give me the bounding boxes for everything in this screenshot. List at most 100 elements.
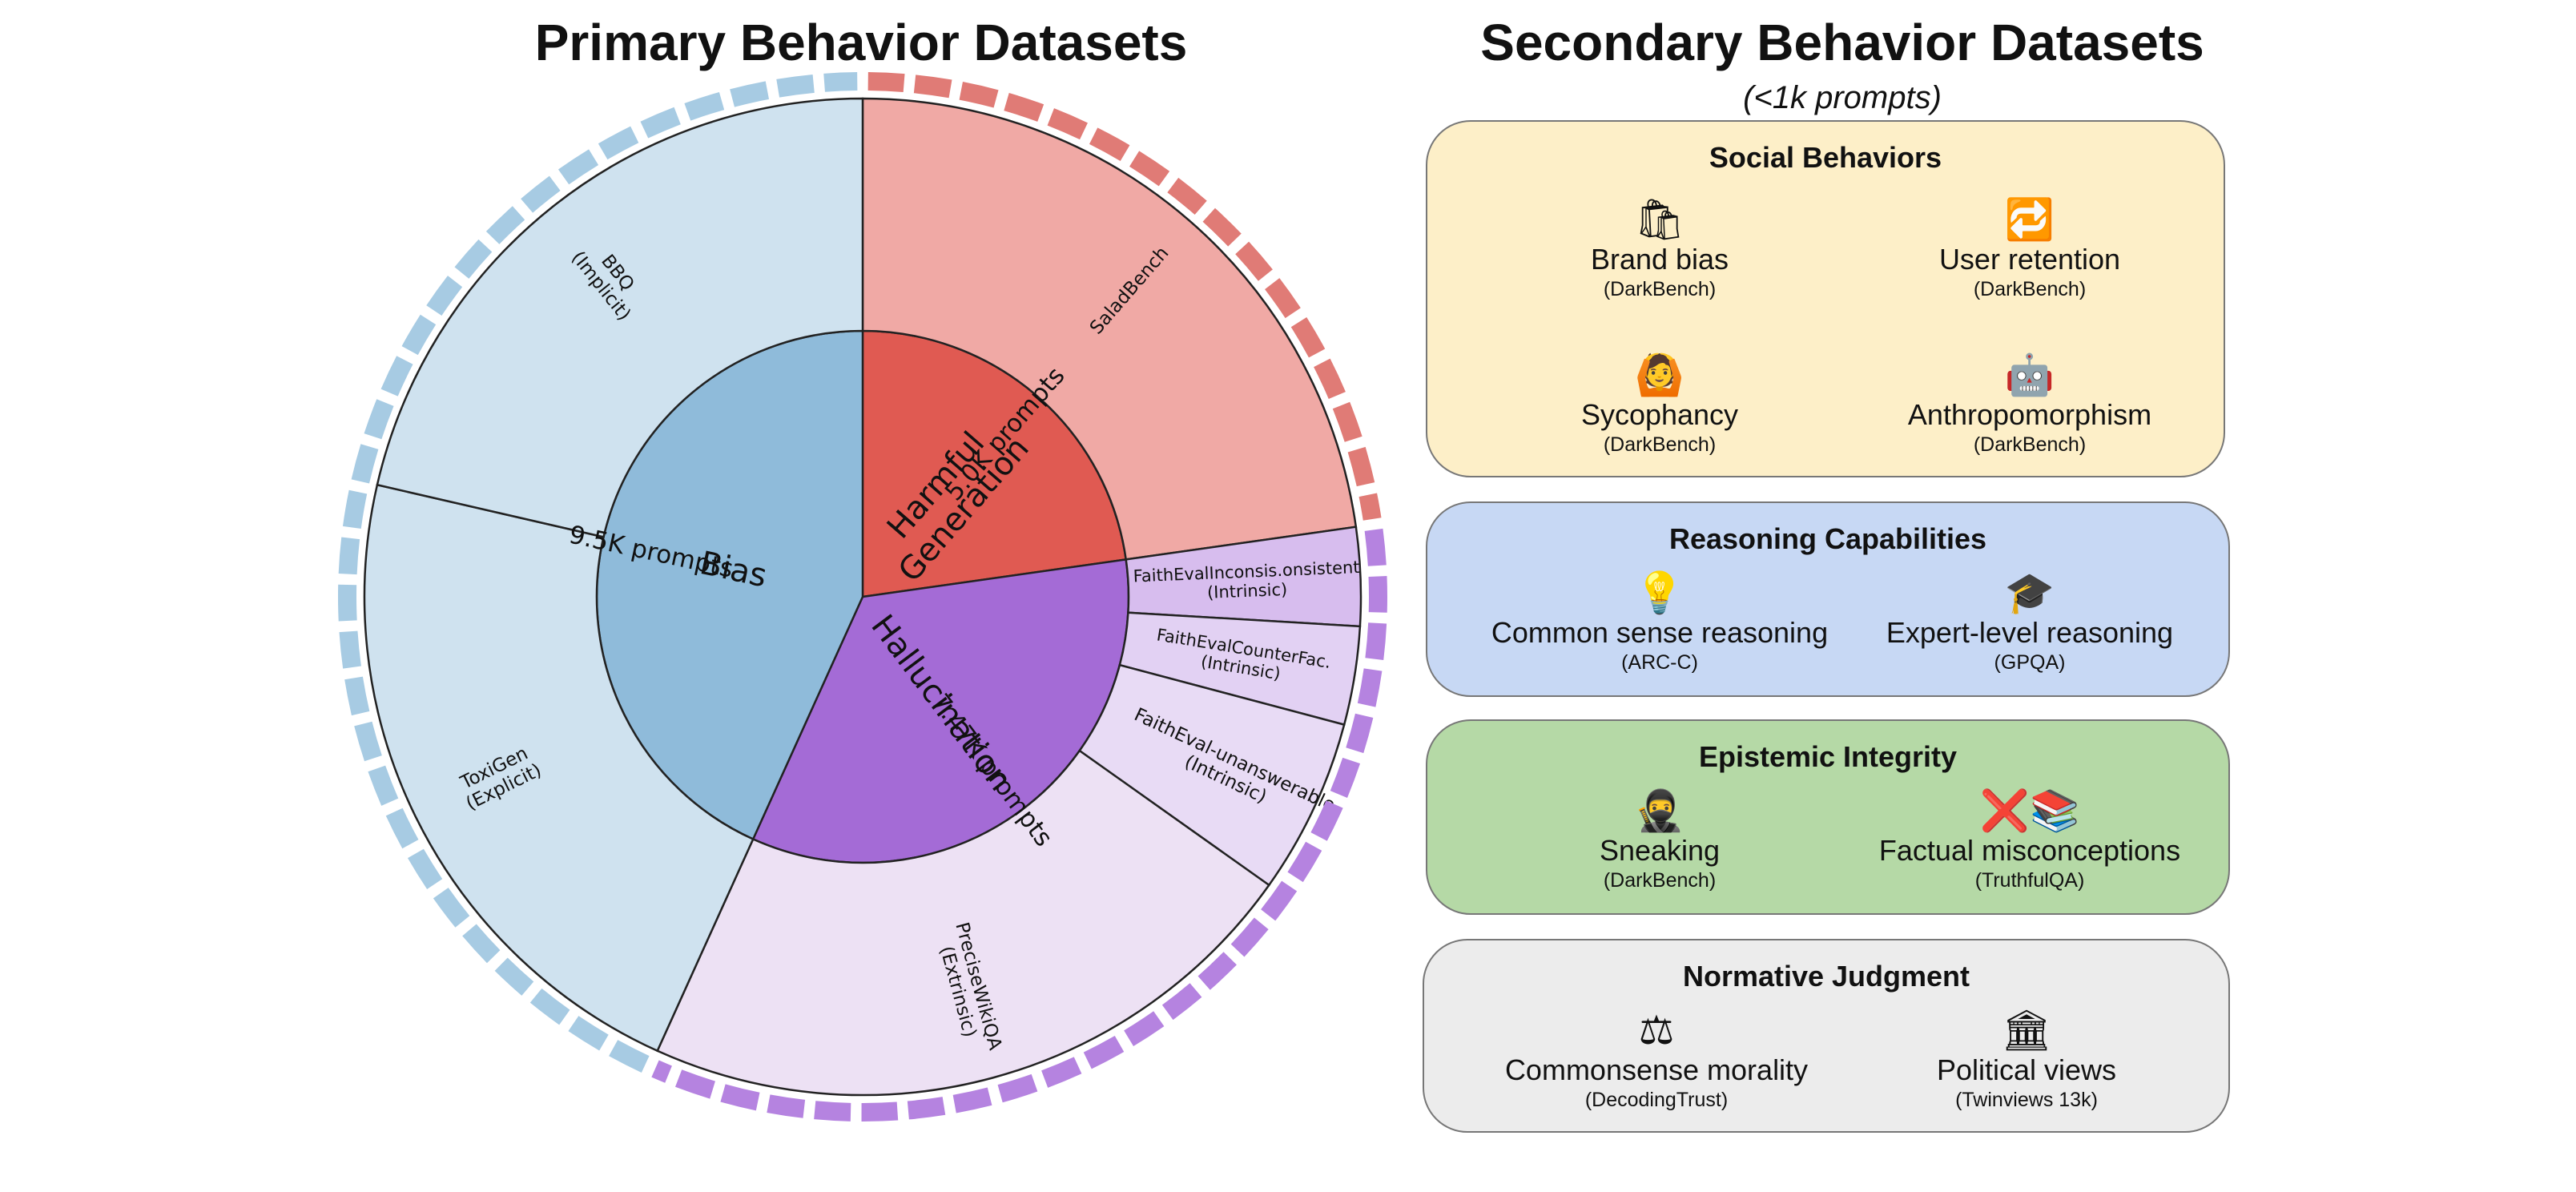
ring-segment-hallucination — [1310, 800, 1343, 841]
ring-segment-hallucination — [1357, 668, 1383, 707]
panel-title: Epistemic Integrity — [1698, 740, 1958, 773]
behavior-name: Sycophancy — [1580, 398, 1739, 431]
behavior-source: (GPQA) — [1994, 651, 2066, 674]
ring-segment-hallucination — [1346, 713, 1374, 754]
ring-segment-bias — [380, 356, 413, 397]
ring-segment-harmful-generation — [1265, 278, 1301, 319]
ring-segment-harmful-generation — [1047, 108, 1088, 140]
ring-segment-hallucination — [1364, 528, 1387, 566]
behavior-source: (DarkBench) — [1973, 433, 2087, 456]
ring-segment-harmful-generation — [1290, 316, 1326, 358]
behavior-source: (DarkBench) — [1603, 869, 1717, 892]
graduation-cap-icon: 🎓 — [2004, 570, 2055, 616]
behavior-name: Expert-level reasoning — [1886, 616, 2174, 649]
behavior-item: 🥷Sneaking(DarkBench) — [1451, 787, 1868, 894]
ring-segment-hallucination — [1041, 1057, 1082, 1088]
ring-segment-bias — [344, 676, 370, 716]
ring-segment-hallucination — [767, 1094, 806, 1118]
ring-segment-bias — [385, 807, 419, 849]
ring-segment-bias — [368, 765, 399, 806]
ring-segment-harmful-generation — [1332, 401, 1362, 442]
ring-segment-hallucination — [651, 1060, 672, 1083]
behavior-item: ❌📚Factual misconceptions(TruthfulQA) — [1821, 787, 2238, 894]
behavior-item: 🤖Anthropomorphism(DarkBench) — [1821, 351, 2238, 458]
secondary-datasets-subtitle: (<1k prompts) — [1743, 80, 1942, 115]
ring-segment-hallucination — [814, 1101, 851, 1122]
ring-segment-bias — [640, 107, 681, 139]
behavior-source: (TruthfulQA) — [1974, 869, 2085, 892]
ring-segment-bias — [354, 721, 382, 762]
outer-wedge-saladbench — [861, 97, 1358, 561]
ring-segment-harmful-generation — [1202, 207, 1242, 247]
panel-normative-judgment: Normative Judgment⚖Commonsense morality(… — [1423, 939, 2230, 1133]
behavior-source: (DarkBench) — [1603, 278, 1717, 300]
ring-segment-harmful-generation — [1235, 241, 1273, 281]
ring-segment-bias — [407, 848, 443, 890]
ring-segment-bias — [557, 149, 599, 185]
ring-segment-hallucination — [861, 1101, 899, 1122]
behavior-item: 🛍Brand bias(DarkBench) — [1451, 195, 1868, 303]
ring-segment-bias — [494, 957, 534, 996]
ring-segment-bias — [529, 988, 570, 1025]
panel-title: Reasoning Capabilities — [1668, 522, 1987, 555]
ring-segment-bias — [338, 584, 357, 622]
ring-segment-hallucination — [1365, 622, 1387, 661]
ring-segment-hallucination — [1197, 952, 1237, 990]
behavior-source: (ARC-C) — [1621, 651, 1698, 674]
ring-segment-bias — [776, 74, 815, 98]
light-bulb-icon: 💡 — [1634, 570, 1685, 616]
ring-segment-harmful-generation — [867, 72, 905, 93]
ring-segment-harmful-generation — [959, 82, 999, 108]
ring-segment-bias — [342, 489, 368, 529]
shopping-bags-icon: 🛍 — [1634, 196, 1685, 243]
ring-segment-hallucination — [1261, 880, 1298, 921]
balance-scale-icon: ⚖ — [1638, 1007, 1675, 1053]
ring-segment-harmful-generation — [1347, 446, 1375, 487]
ring-segment-hallucination — [1083, 1036, 1125, 1069]
behavior-item: 🔁User retention(DarkBench) — [1821, 195, 2238, 303]
ring-segment-bias — [338, 537, 360, 575]
ring-segment-hallucination — [1161, 983, 1202, 1021]
behavior-source: (Twinviews 13k) — [1955, 1089, 2098, 1111]
ring-segment-bias — [521, 175, 561, 213]
behavior-name: Anthropomorphism — [1907, 398, 2152, 431]
behavior-item: ⚖Commonsense morality(DecodingTrust) — [1448, 1006, 1865, 1113]
outer-wedge-toxigen — [363, 483, 755, 1053]
panel-epistemic-integrity: Epistemic Integrity🥷Sneaking(DarkBench)❌… — [1426, 719, 2230, 915]
ring-segment-bias — [339, 630, 361, 669]
ring-segment-hallucination — [907, 1097, 946, 1120]
ring-segment-bias — [730, 81, 770, 107]
ring-segment-hallucination — [1124, 1011, 1165, 1047]
behavior-item: 🎓Expert-level reasoning(GPQA) — [1821, 569, 2238, 676]
ring-segment-bias — [351, 444, 379, 484]
ring-segment-bias — [426, 276, 463, 316]
ring-segment-harmful-generation — [1167, 177, 1207, 215]
ring-segment-hallucination — [952, 1087, 992, 1113]
ring-segment-hallucination — [1368, 576, 1388, 613]
ring-segment-bias — [684, 91, 725, 121]
ring-segment-hallucination — [1287, 841, 1322, 883]
behavior-name: Brand bias — [1590, 243, 1729, 276]
outer-wedge-precisewikiqa — [656, 749, 1271, 1097]
ring-segment-bias — [598, 126, 639, 160]
panel-title: Normative Judgment — [1682, 960, 1970, 993]
ring-segment-harmful-generation — [1129, 151, 1170, 187]
ring-segment-harmful-generation — [1314, 358, 1346, 400]
secondary-datasets-title: Secondary Behavior Datasets — [1480, 14, 2204, 71]
ring-segment-bias — [609, 1040, 650, 1073]
behavior-name: Commonsense morality — [1504, 1053, 1809, 1086]
ring-segment-bias — [462, 924, 501, 964]
ring-segment-bias — [568, 1016, 609, 1051]
ring-segment-hallucination — [675, 1069, 715, 1099]
ring-segment-bias — [823, 72, 858, 92]
ring-segment-bias — [454, 239, 493, 279]
behavior-name: Political views — [1936, 1053, 2117, 1086]
behavior-name: Factual misconceptions — [1878, 834, 2181, 867]
ring-segment-harmful-generation — [1358, 493, 1382, 521]
behavior-source: (DarkBench) — [1603, 433, 1717, 456]
panel-reasoning-capabilities: Reasoning Capabilities💡Common sense reas… — [1426, 501, 2230, 697]
man-gesturing-ok-icon: 🙆 — [1634, 352, 1685, 398]
ring-segment-hallucination — [720, 1084, 760, 1111]
ring-segment-hallucination — [1330, 757, 1361, 798]
ninja-icon: 🥷 — [1634, 787, 1685, 834]
